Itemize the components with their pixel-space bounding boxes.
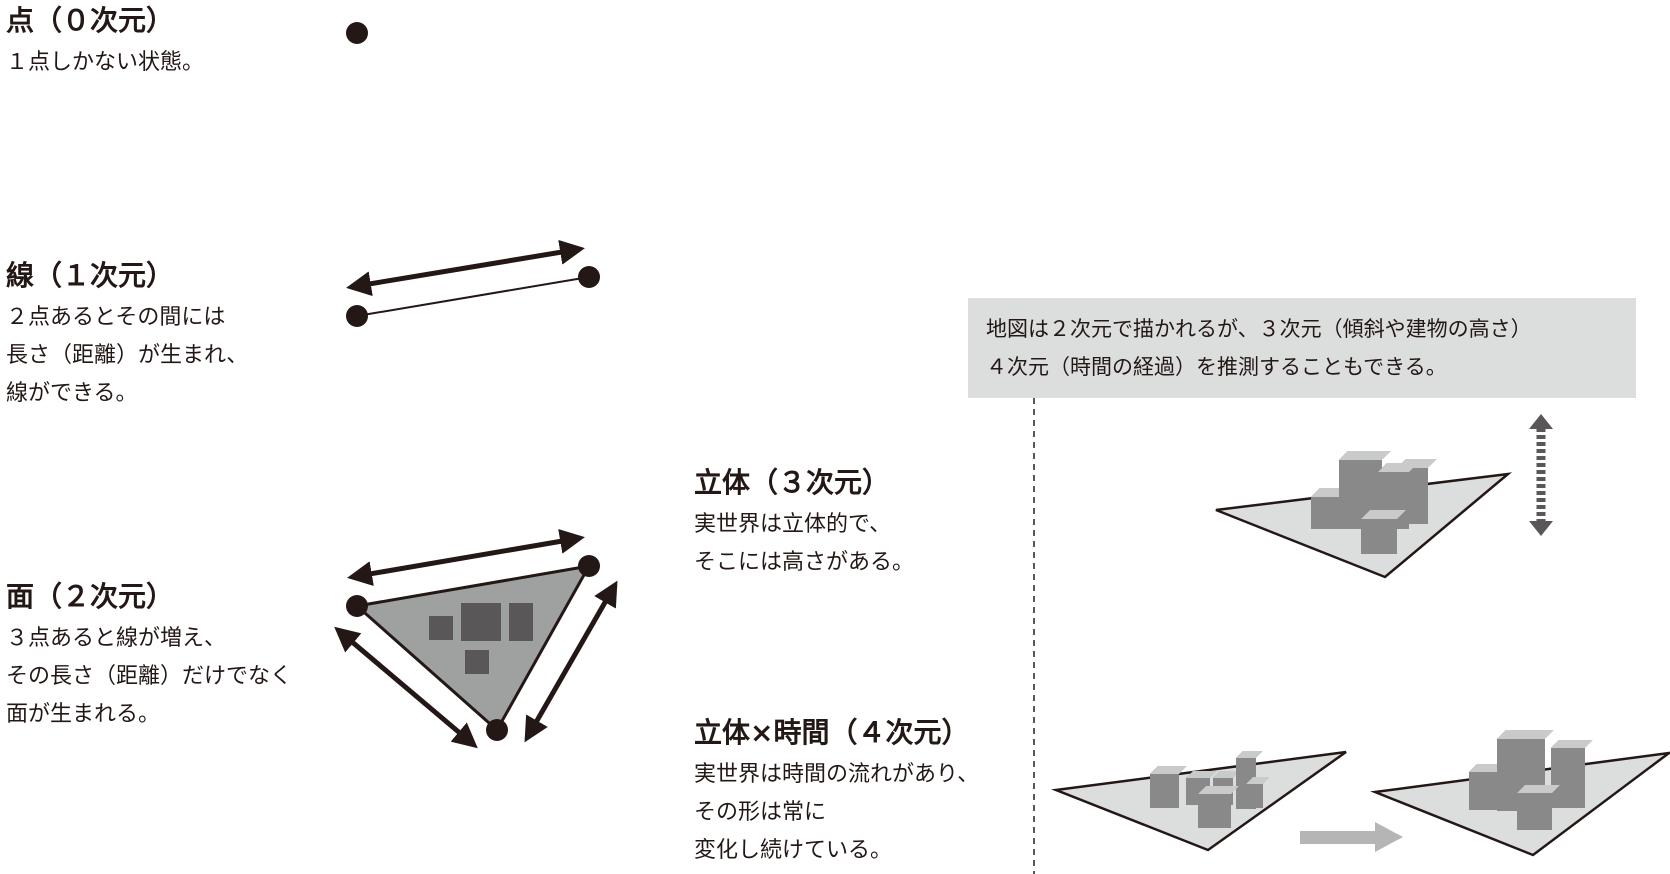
map-block	[465, 650, 489, 674]
section-solid: 立体（３次元） 実世界は立体的で、 そこには高さがある。	[694, 466, 914, 582]
map-3d-figure	[1215, 414, 1553, 579]
section-line: 線（１次元） ２点あるとその間には 長さ（距離）が生まれ、 線ができる。	[6, 259, 248, 413]
solid-time-title: 立体×時間（４次元）	[694, 716, 970, 749]
plane-desc-line: ３点あると線が増え、	[6, 626, 227, 651]
map-block	[461, 603, 501, 641]
map-4d-after	[1370, 730, 1670, 857]
map-block	[509, 603, 533, 641]
plane-desc-line: 面が生まれる。	[6, 702, 161, 727]
dot-plane-b	[578, 555, 600, 577]
note-box: 地図は２次元で描かれるが、３次元（傾斜や建物の高さ） ４次元（時間の経過）を推測…	[968, 298, 1636, 398]
section-plane: 面（２次元） ３点あると線が増え、 その長さ（距離）だけでなく 面が生まれる。	[6, 580, 292, 734]
plane-desc-line: その長さ（距離）だけでなく	[6, 664, 293, 689]
solid-time-desc-line: その形は常に	[694, 800, 827, 825]
plane-figure	[334, 529, 618, 749]
solid-title: 立体（３次元）	[694, 466, 891, 499]
line-desc-line: ２点あるとその間には	[6, 305, 226, 330]
distance-arrow	[524, 580, 618, 743]
segment-line	[356, 276, 590, 317]
solid-time-desc-line: 変化し続けている。	[694, 838, 893, 863]
solid-desc-line: 実世界は立体的で、	[694, 512, 892, 537]
map-4d-before	[1051, 750, 1347, 852]
section-point: 点（０次元） １点しかない状態。	[6, 4, 204, 82]
distance-arrow	[334, 626, 478, 749]
building	[1339, 451, 1391, 529]
map-block	[429, 616, 453, 640]
distance-arrow	[347, 529, 585, 586]
point-title: 点（０次元）	[6, 4, 175, 37]
building	[1246, 777, 1270, 808]
dot-plane-c	[486, 719, 508, 741]
time-arrow	[1300, 822, 1403, 852]
distance-arrow	[346, 239, 585, 297]
line-title: 線（１次元）	[6, 259, 175, 292]
plane-triangle	[353, 563, 592, 733]
note-line: 地図は２次元で描かれるが、３次元（傾斜や建物の高さ）	[986, 317, 1532, 341]
point-desc-line: １点しかない状態。	[6, 50, 205, 75]
building	[1198, 786, 1239, 828]
dot-plane-a	[346, 595, 368, 617]
height-arrow	[1529, 414, 1553, 536]
solid-desc-line: そこには高さがある。	[694, 550, 915, 575]
line-figure	[346, 239, 600, 327]
dot-line-b	[578, 266, 600, 288]
line-desc-line: 長さ（距離）が生まれ、	[6, 343, 249, 368]
plane-title: 面（２次元）	[6, 580, 175, 613]
point-figure	[346, 22, 368, 44]
dot-point	[346, 22, 368, 44]
dot-line-a	[346, 305, 368, 327]
building	[1361, 510, 1406, 554]
section-solid-time: 立体×時間（４次元） 実世界は時間の流れがあり、 その形は常に 変化し続けている…	[694, 716, 979, 870]
note-line: ４次元（時間の経過）を推測することもできる。	[986, 355, 1447, 379]
line-desc-line: 線ができる。	[6, 381, 138, 406]
solid-time-desc-line: 実世界は時間の流れがあり、	[694, 762, 980, 787]
building	[1150, 766, 1187, 808]
building	[1517, 785, 1560, 830]
